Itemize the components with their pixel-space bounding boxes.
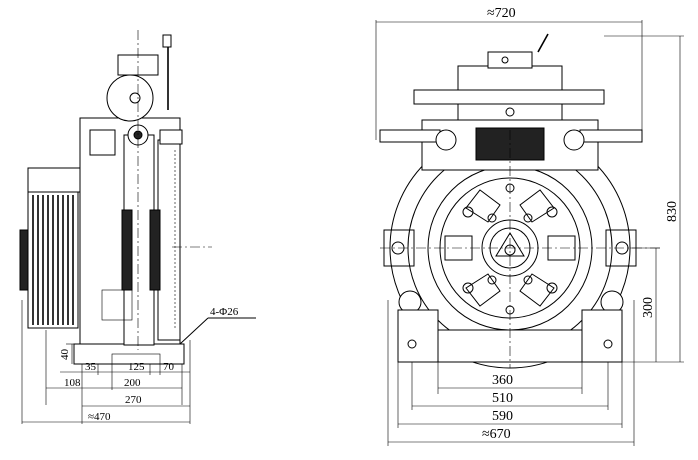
dim-270: 270 (125, 394, 142, 406)
dim-830: 830 (665, 201, 680, 222)
dim-35: 35 (85, 361, 97, 373)
front-foot-right (581, 309, 623, 363)
front-view: ≈720 830 300 360 510 590 ≈670 (375, 6, 684, 446)
side-stator (157, 139, 181, 341)
dim-720: ≈720 (487, 6, 516, 21)
dim-510: 510 (492, 391, 513, 406)
dim-40: 40 (59, 349, 71, 361)
side-traction-sheave (19, 167, 89, 329)
front-spokes (444, 189, 576, 307)
dim-200: 200 (124, 377, 141, 389)
side-base-inner (111, 353, 161, 365)
dim-470: ≈470 (88, 411, 111, 423)
dim-125: 125 (128, 361, 145, 373)
front-foot-left (397, 309, 439, 363)
dim-300: 300 (641, 297, 656, 318)
side-view: 4-Φ26 40 35 125 70 108 200 270 ≈470 (19, 30, 256, 424)
dim-108: 108 (64, 377, 81, 389)
dim-590: 590 (492, 409, 513, 424)
dim-70: 70 (163, 361, 175, 373)
dim-670: ≈670 (482, 427, 511, 442)
front-bolt-holes (462, 183, 558, 315)
side-brake (89, 34, 183, 156)
front-brake-assembly (379, 33, 643, 171)
dim-360: 360 (492, 373, 513, 388)
dim-hole-spec: 4-Φ26 (210, 306, 239, 318)
